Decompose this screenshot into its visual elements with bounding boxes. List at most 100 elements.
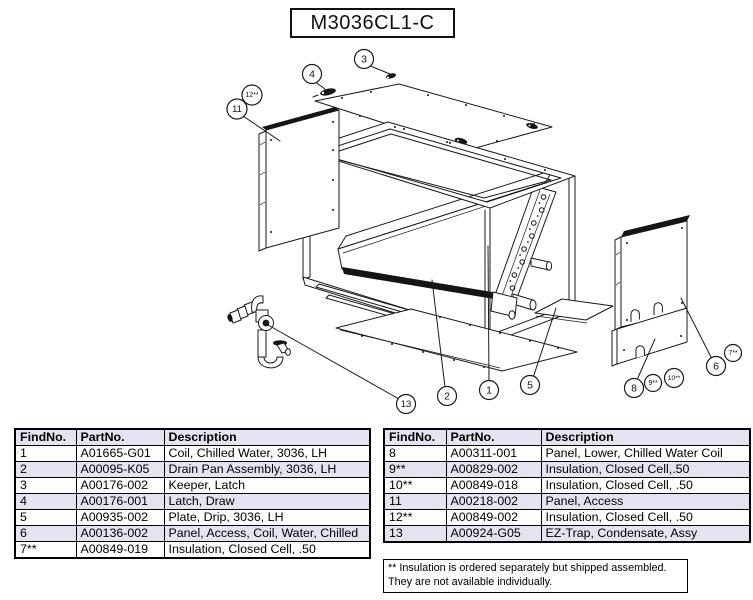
screw-dots (270, 91, 683, 368)
table-cell: Insulation, Closed Cell, .50 (163, 541, 371, 559)
table-cell: 10** (383, 477, 447, 494)
table-cell: Coil, Chilled Water, 3036, LH (163, 445, 371, 462)
table-cell: Latch, Draw (163, 493, 371, 510)
callout-8: 8 (623, 377, 645, 399)
callout-label: 1 (486, 385, 492, 397)
column-header: PartNo. (75, 428, 165, 446)
ez-trap-assembly (227, 295, 291, 369)
table-cell: Insulation, Closed Cell,.50 (540, 461, 751, 478)
leader-line (487, 245, 490, 381)
table-cell: A00849-002 (445, 509, 542, 526)
callout-label: 3 (361, 54, 367, 66)
table-cell: Plate, Drip, 3036, LH (163, 509, 371, 526)
table-cell: Insulation, Closed Cell, .50 (540, 509, 751, 526)
latch-part (312, 88, 336, 98)
lid-latch-part (526, 123, 538, 129)
table-cell: 6 (14, 525, 77, 542)
table-cell: 5 (14, 509, 77, 526)
table-cell: A00136-002 (75, 525, 165, 542)
drip-plate (534, 298, 614, 324)
table-cell: A00849-019 (75, 541, 165, 559)
table-cell: 1 (14, 445, 77, 462)
table-cell: Keeper, Latch (163, 477, 371, 494)
leader-line (636, 338, 656, 381)
callout-9: 9** (643, 373, 663, 393)
leader-line (367, 64, 391, 75)
table-cell: 3 (14, 477, 77, 494)
drain-pan (335, 308, 578, 372)
table-cell: Panel, Access (540, 493, 751, 510)
callout-13: 13 (395, 393, 417, 415)
footnote-line-2: They are not available individually. (388, 575, 553, 588)
callout-label: 9** (648, 380, 658, 387)
callout-5: 5 (519, 374, 541, 396)
insulation-footnote: ** Insulation is ordered separately but … (383, 559, 688, 593)
column-header: FindNo. (383, 428, 447, 446)
table-cell: 11 (383, 493, 447, 510)
leader-line (532, 307, 557, 379)
leader-line (680, 297, 713, 360)
table-cell: A00176-001 (75, 493, 165, 510)
table-cell: A00849-018 (445, 477, 542, 494)
callout-label: 10** (668, 375, 681, 382)
table-cell: 12** (383, 509, 447, 526)
callout-1: 1 (478, 379, 500, 401)
column-header: FindNo. (14, 428, 77, 446)
lower-panel (611, 307, 688, 367)
callout-10: 10** (663, 367, 685, 389)
callout-label: 4 (309, 69, 315, 81)
table-cell: A00176-002 (75, 477, 165, 494)
right-access-panel (614, 215, 690, 331)
leader-line (242, 115, 281, 142)
table-cell: A00924-G05 (445, 525, 542, 543)
coil-header (490, 185, 557, 320)
table-header-row: FindNo.PartNo.Description (14, 428, 371, 446)
callout-4: 4 (301, 63, 323, 85)
table-cell: 7** (14, 541, 77, 559)
table-cell: Insulation, Closed Cell, .50 (540, 477, 751, 494)
footnote-line-1: ** Insulation is ordered separately but … (388, 562, 667, 574)
callout-3: 3 (353, 48, 375, 70)
table-cell: A00311-001 (445, 445, 542, 462)
table-cell: A01665-G01 (75, 445, 165, 462)
callout-label: 12** (245, 92, 259, 99)
callout-label: 11 (232, 104, 242, 115)
keeper-part (385, 73, 397, 79)
callout-label: 6 (713, 361, 719, 373)
table-header-row: FindNo.PartNo.Description (383, 428, 751, 446)
column-header: Description (540, 428, 751, 446)
table-cell: 9** (383, 461, 447, 478)
leader-line (267, 324, 400, 400)
callout-label: 5 (527, 380, 533, 392)
table-cell: EZ-Trap, Condensate, Assy (540, 525, 751, 543)
column-header: Description (163, 428, 371, 446)
leader-line (431, 279, 446, 388)
leader-lines (242, 64, 713, 400)
table-cell: A00218-002 (445, 493, 542, 510)
table-cell: 2 (14, 461, 77, 478)
callout-2: 2 (436, 385, 458, 407)
callout-12: 12** (241, 84, 263, 106)
table-cell: A00095-K05 (75, 461, 165, 478)
left-access-panel (258, 107, 340, 252)
table-cell: Panel, Access, Coil, Water, Chilled (163, 525, 371, 542)
callout-label: 2 (444, 391, 450, 403)
chilled-water-coil (337, 169, 557, 320)
model-title-box: M3036CL1-C (290, 8, 455, 38)
